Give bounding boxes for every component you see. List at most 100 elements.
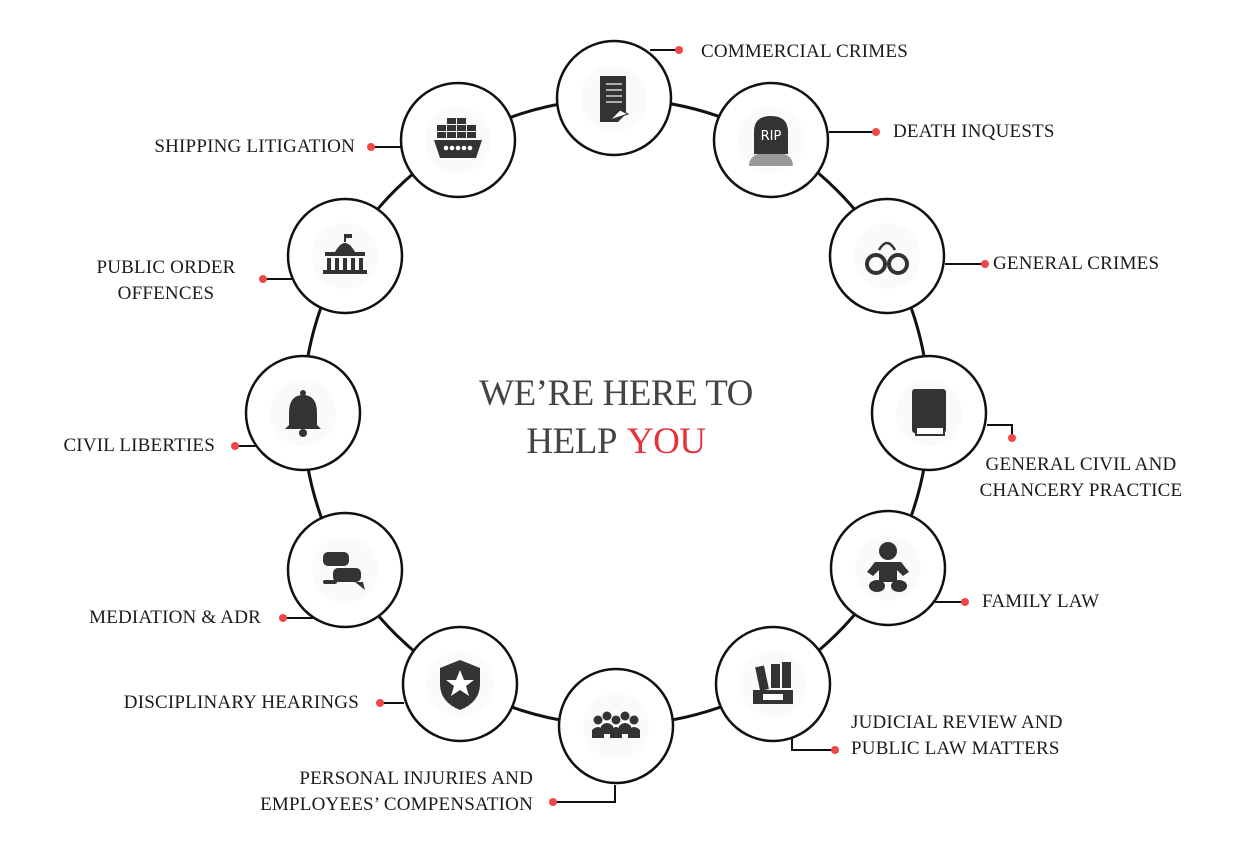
- porthole: [467, 145, 473, 151]
- cuff-chain: [877, 241, 897, 251]
- connector-dot: [231, 442, 239, 450]
- government-building-icon: [323, 234, 367, 274]
- book-cover: [912, 389, 946, 433]
- label-line: MEDIATION & ADR: [89, 607, 261, 628]
- rip-text: RIP: [761, 129, 782, 144]
- pediment: [325, 252, 365, 256]
- tombstone: [754, 116, 788, 154]
- person-head: [611, 715, 621, 725]
- connector-dot: [831, 746, 839, 754]
- label-disciplinary-hearings[interactable]: DISCIPLINARY HEARINGS: [124, 690, 359, 716]
- container: [447, 125, 456, 131]
- book-label: [763, 694, 783, 700]
- practice-node-9[interactable]: [286, 511, 404, 629]
- bubble-tail: [355, 582, 365, 590]
- connector-dot: [259, 275, 267, 283]
- column: [327, 258, 331, 270]
- police-badge-icon: [440, 660, 480, 710]
- practice-node-12[interactable]: [399, 81, 517, 199]
- handcuffs-icon: [865, 241, 909, 275]
- label-line: CHANCERY PRACTICE: [979, 480, 1183, 501]
- practice-node-10[interactable]: [244, 354, 362, 472]
- label-mediation-adr[interactable]: MEDIATION & ADR: [89, 605, 261, 631]
- bell-body: [285, 395, 321, 429]
- container: [457, 132, 466, 138]
- label-shipping-litigation[interactable]: SHIPPING LITIGATION: [154, 134, 355, 160]
- icon-backdrop: [854, 223, 920, 289]
- practice-node-11[interactable]: [286, 197, 404, 315]
- practice-node-8[interactable]: [401, 625, 519, 743]
- label-line: COMMERCIAL CRIMES: [701, 41, 908, 62]
- label-general-civil[interactable]: GENERAL CIVIL AND CHANCERY PRACTICE: [966, 452, 1196, 504]
- label-line: OFFENCES: [117, 283, 215, 304]
- practice-node-6[interactable]: [714, 625, 832, 743]
- connector-dot: [981, 260, 989, 268]
- label-commercial-crimes[interactable]: COMMERCIAL CRIMES: [701, 39, 908, 65]
- connector-line: [987, 424, 1013, 438]
- label-line: CIVIL LIBERTIES: [63, 435, 215, 456]
- practice-node-7[interactable]: [557, 667, 675, 785]
- person-head: [620, 711, 630, 721]
- connector-dot: [872, 128, 880, 136]
- practice-node-5[interactable]: [829, 509, 947, 627]
- label-death-inquests[interactable]: DEATH INQUESTS: [893, 119, 1055, 145]
- person-body: [628, 727, 640, 738]
- label-family-law[interactable]: FAMILY LAW: [982, 589, 1099, 615]
- connector-dot: [549, 798, 557, 806]
- connector-dot: [279, 614, 287, 622]
- label-civil-liberties[interactable]: CIVIL LIBERTIES: [63, 433, 215, 459]
- heading-help: HELP: [526, 421, 617, 462]
- label-line: GENERAL CIVIL AND: [985, 454, 1177, 475]
- label-judicial-review[interactable]: JUDICIAL REVIEW AND PUBLIC LAW MATTERS: [851, 710, 1063, 762]
- person-head: [593, 715, 603, 725]
- container: [457, 125, 466, 131]
- label-public-order[interactable]: PUBLIC ORDER OFFENCES: [76, 255, 256, 307]
- bubble: [323, 552, 349, 566]
- label-line: PUBLIC LAW MATTERS: [851, 738, 1060, 759]
- label-line: PUBLIC ORDER: [96, 257, 236, 278]
- base: [323, 270, 367, 274]
- book-pages: [915, 426, 945, 436]
- flag: [346, 234, 352, 238]
- bubble-small: [323, 580, 337, 584]
- label-line: JUDICIAL REVIEW AND: [851, 712, 1063, 733]
- person-head: [629, 715, 639, 725]
- connector-line: [791, 737, 835, 751]
- speech-bubbles-icon: [323, 552, 365, 590]
- flag-pole: [344, 234, 346, 242]
- cuff-left: [865, 253, 887, 275]
- practice-node-1[interactable]: [555, 39, 673, 157]
- heading-accent: YOU: [626, 421, 706, 462]
- connector-line: [553, 785, 616, 803]
- law-books-icon: [753, 662, 793, 704]
- connector-dot: [1008, 434, 1016, 442]
- practice-node-3[interactable]: [828, 197, 946, 315]
- ship-icon: [434, 118, 482, 158]
- icon-backdrop: [583, 693, 649, 759]
- tombstone-icon: RIP: [749, 116, 793, 166]
- person-head: [602, 711, 612, 721]
- label-line: SHIPPING LITIGATION: [154, 136, 355, 157]
- grave-mound: [749, 152, 793, 166]
- heading-line-1: WE’RE HERE TO: [479, 373, 753, 414]
- baby-body: [867, 562, 909, 582]
- label-general-crimes[interactable]: GENERAL CRIMES: [993, 251, 1159, 277]
- container: [467, 132, 476, 138]
- label-line: FAMILY LAW: [982, 591, 1100, 612]
- label-line: DISCIPLINARY HEARINGS: [123, 692, 359, 713]
- porthole: [461, 145, 467, 151]
- practice-node-2[interactable]: RIP: [712, 81, 830, 199]
- baby-icon: [867, 542, 909, 592]
- book-icon: [912, 389, 946, 436]
- container: [447, 132, 456, 138]
- document-icon: [600, 76, 630, 122]
- practice-node-4[interactable]: [870, 354, 988, 472]
- label-line: EMPLOYEES’ COMPENSATION: [260, 794, 533, 815]
- container: [437, 132, 446, 138]
- container: [437, 125, 446, 131]
- container: [467, 125, 476, 131]
- container: [447, 118, 456, 124]
